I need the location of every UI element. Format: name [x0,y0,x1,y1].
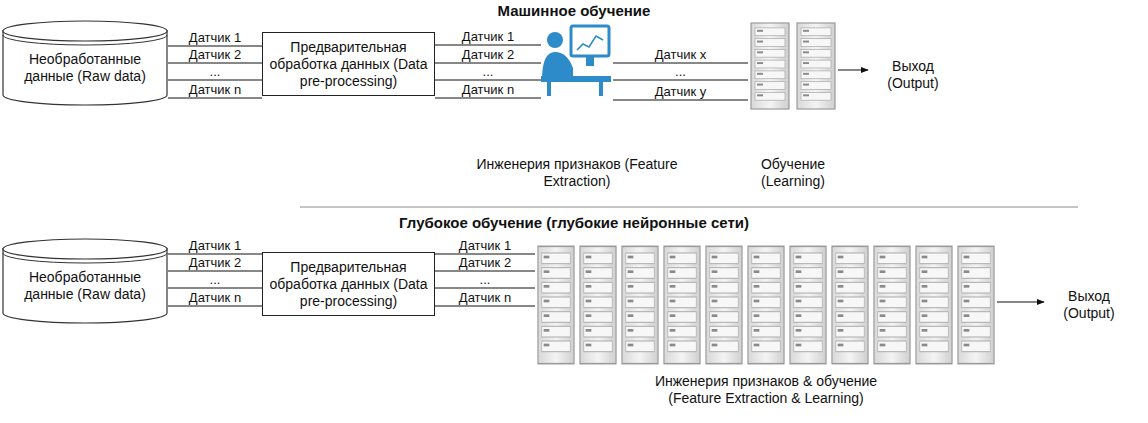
server-rack [580,246,616,363]
sensor-line [435,271,535,272]
sensor-label: Датчик 2 [189,255,241,270]
sensor-label: Датчик n [189,290,241,305]
monitor-stand [586,56,594,66]
server-rack [664,246,700,363]
stage-icon: Обучение (Learning) [748,20,838,112]
stage-caption: Инженерия признаков & обучение (Feature … [631,373,901,407]
process-box: Предварительная обработка данных (Data p… [262,32,435,96]
sensor-line [435,306,535,307]
sensor-line [168,63,262,64]
sensor-label: ... [483,64,494,79]
sensor-label: Датчик 1 [462,29,514,44]
engineer-icon [541,26,611,96]
node-label: Выход (Output) [877,58,949,92]
process-box: Предварительная обработка данных (Data p… [262,252,435,316]
server-rack [748,246,784,363]
flow-arrow [838,70,868,71]
sensor-line [168,254,262,255]
sensor-line [613,63,748,64]
sensor-line [168,306,262,307]
sensor-line [435,98,541,99]
sensor-label: Датчик 1 [189,30,241,45]
node-label: Предварительная обработка данных (Data p… [269,259,428,310]
server-rack [790,246,826,363]
desk-leg [599,82,603,96]
output-node: Выход (Output) [1046,282,1132,328]
sensor-label: Датчик n [459,290,511,305]
sensor-line [168,80,262,81]
sensor-line [168,288,262,289]
server-rack [751,23,789,109]
sensor-label: Датчик n [462,82,514,97]
sensor-label: ... [480,272,491,287]
server-rack [958,246,994,363]
sensor-label: Датчик 1 [189,238,241,253]
person-body [542,52,573,80]
deep-network-servers [538,246,994,363]
server-rack [538,246,574,363]
sensor-line [435,254,535,255]
section-title: Машинное обучение [498,2,651,19]
stage-caption: Обучение (Learning) [743,156,843,190]
sensor-line [435,80,541,81]
sensor-label: Датчик 2 [459,255,511,270]
server-rack [797,23,835,109]
sensor-label: Датчик 2 [189,47,241,62]
section-title: Глубокое обучение (глубокие нейронные се… [399,214,749,231]
sensor-line [435,45,541,46]
monitor [571,26,609,56]
flow-arrow [997,302,1044,303]
sensor-label: ... [675,64,686,79]
sensor-line [435,63,541,64]
server-rack [874,246,910,363]
monitor-chart [577,36,603,50]
section-divider [300,207,1078,208]
output-node: Выход (Output) [870,52,956,98]
cylinder-top [3,21,167,41]
node-label: Предварительная обработка данных (Data p… [269,39,428,90]
sensor-label: Датчик y [655,84,707,99]
sensor-label: Датчик n [189,82,241,97]
server-rack [706,246,742,363]
cylinder-top [3,239,167,259]
sensor-label: Датчик 2 [462,47,514,62]
sensor-label: Датчик 1 [459,238,511,253]
sensor-label: ... [210,64,221,79]
sensor-line [435,288,535,289]
node-label: Необработанные данные (Raw data) [19,51,151,85]
sensor-line [613,100,748,101]
sensor-line [168,271,262,272]
learning-servers [751,23,835,109]
sensor-label: Датчик x [655,47,707,62]
cylinder-rim [3,253,167,263]
chair-leg [547,82,551,96]
server-rack [622,246,658,363]
stage-icon: Инженерия признаков & обучение (Feature … [535,243,997,367]
sensor-line [168,46,262,47]
server-rack [916,246,952,363]
person-head [547,32,563,48]
server-rack [832,246,868,363]
database-cylinder: Необработанные данные (Raw data) [2,20,168,106]
desk [541,76,611,82]
cylinder-rim [3,35,167,45]
stage-caption: Инженерия признаков (Feature Extraction) [472,156,682,190]
database-cylinder: Необработанные данные (Raw data) [2,238,168,324]
sensor-label: ... [210,272,221,287]
node-label: Необработанные данные (Raw data) [19,269,151,303]
node-label: Выход (Output) [1053,288,1125,322]
sensor-line [168,98,262,99]
sensor-line [613,80,748,81]
stage-icon: Инженерия признаков (Feature Extraction) [541,22,613,98]
